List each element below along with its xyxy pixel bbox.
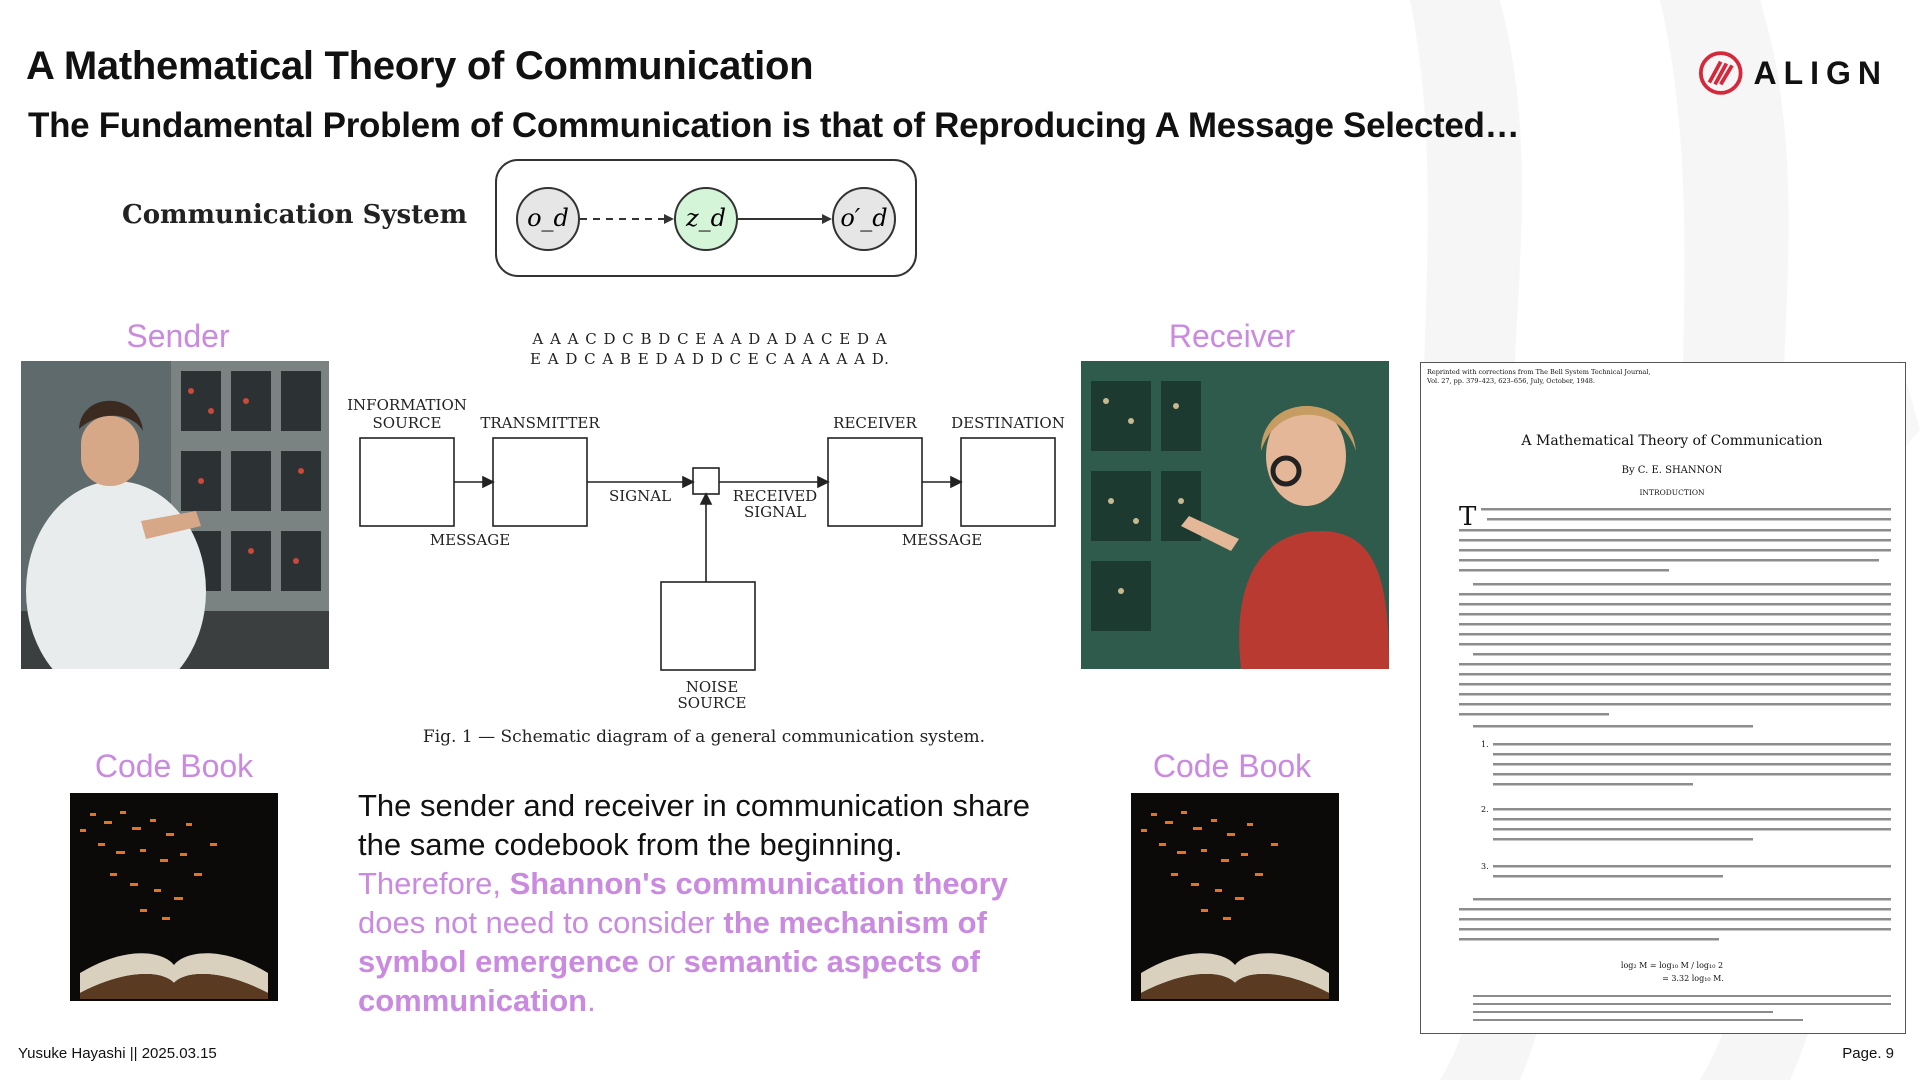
- paper-formula-2: = 3.32 log₁₀ M.: [1662, 974, 1724, 983]
- paper-author: By C. E. SHANNON: [1622, 465, 1723, 476]
- communication-system-label: Communication System: [122, 200, 468, 230]
- noise-junction-box: [692, 467, 720, 495]
- page-subtitle: The Fundamental Problem of Communication…: [28, 106, 1520, 145]
- communication-system-diagram: o_d z_d o′_d: [495, 159, 917, 277]
- codebook-left-image: [70, 793, 278, 1001]
- receiver-box-label: RECEIVER: [833, 414, 917, 432]
- receiver-photo: [1081, 361, 1389, 669]
- message-right-label: MESSAGE: [902, 531, 982, 549]
- node-label-o-prime-d: o′_d: [840, 204, 887, 232]
- page-number: Page. 9: [1842, 1045, 1894, 1062]
- paper-section-heading: INTRODUCTION: [1639, 488, 1705, 497]
- paper-reprint-line-1: Reprinted with corrections from The Bell…: [1427, 368, 1650, 376]
- paragraph-therefore: Therefore,: [358, 866, 510, 901]
- symbol-sequence-line-2: E A D C A B E D A D D C E C A A A A A D.: [530, 350, 890, 368]
- node-source: [516, 187, 580, 251]
- node-label-z-d: z_d: [685, 204, 726, 232]
- explanation-paragraph: The sender and receiver in communication…: [358, 786, 1078, 1020]
- paper-dropcap: T: [1459, 502, 1477, 532]
- codebook-right-image: [1131, 793, 1339, 1001]
- transmitter-label: TRANSMITTER: [480, 414, 600, 432]
- sender-label: Sender: [126, 318, 230, 354]
- align-logo-icon: [1698, 51, 1743, 95]
- footer-author-date: Yusuke Hayashi || 2025.03.15: [18, 1045, 217, 1062]
- node-reconstruction: [832, 187, 896, 251]
- paragraph-end: .: [587, 983, 596, 1018]
- codebook-right-label: Code Book: [1152, 748, 1312, 784]
- received-signal-label-1: RECEIVED: [733, 487, 817, 505]
- shannon-paper-thumbnail: Reprinted with corrections from The Bell…: [1420, 362, 1906, 1034]
- paragraph-highlight-semantic: semantic aspects of communication: [358, 944, 981, 1018]
- destination-box: [960, 437, 1056, 527]
- node-label-o-d: o_d: [527, 204, 569, 232]
- noise-source-label-2: SOURCE: [678, 694, 747, 712]
- paper-list-3: 3.: [1481, 862, 1489, 871]
- noise-source-label-1: NOISE: [686, 678, 739, 696]
- paper-list-2: 2.: [1481, 805, 1489, 814]
- signal-label: SIGNAL: [609, 487, 671, 505]
- paper-list-1: 1.: [1481, 740, 1489, 749]
- receiver-label: Receiver: [1168, 318, 1296, 354]
- message-left-label: MESSAGE: [430, 531, 510, 549]
- information-source-box: [359, 437, 455, 527]
- paper-body-text: [1459, 508, 1891, 1021]
- paper-formula-1: log₂ M = log₁₀ M / log₁₀ 2: [1621, 961, 1723, 970]
- receiver-box: [827, 437, 923, 527]
- align-logo: ALIGN: [1698, 48, 1888, 98]
- paragraph-connector-2: or: [638, 944, 684, 979]
- codebook-left-label: Code Book: [94, 748, 254, 784]
- paper-reprint-line-2: Vol. 27, pp. 379–423, 623–656, July, Oct…: [1426, 377, 1595, 385]
- transmitter-box: [492, 437, 588, 527]
- node-latent: [674, 187, 738, 251]
- paper-title: A Mathematical Theory of Communication: [1520, 433, 1822, 449]
- paragraph-sentence-1: The sender and receiver in communication…: [358, 788, 1031, 862]
- received-signal-label-2: SIGNAL: [744, 503, 806, 521]
- page-title: A Mathematical Theory of Communication: [26, 44, 814, 88]
- shannon-schematic: A A A C D C B D C E A A D A D A C E D A …: [347, 330, 1065, 746]
- information-source-label-2: SOURCE: [373, 414, 442, 432]
- figure-caption: Fig. 1 — Schematic diagram of a general …: [423, 727, 985, 746]
- symbol-sequence-line-1: A A A C D C B D C E A A D A D A C E D A: [531, 330, 887, 348]
- destination-label: DESTINATION: [951, 414, 1065, 432]
- information-source-label-1: INFORMATION: [347, 396, 467, 414]
- sender-photo: [21, 361, 329, 669]
- paragraph-highlight-shannon: Shannon's communication theory: [509, 866, 1008, 901]
- paragraph-connector-1: does not need to consider: [358, 905, 724, 940]
- paragraph-highlight-symbol-emergence: the mechanism of symbol emergence: [358, 905, 987, 979]
- noise-source-box: [660, 581, 756, 671]
- align-logo-text: ALIGN: [1753, 54, 1888, 91]
